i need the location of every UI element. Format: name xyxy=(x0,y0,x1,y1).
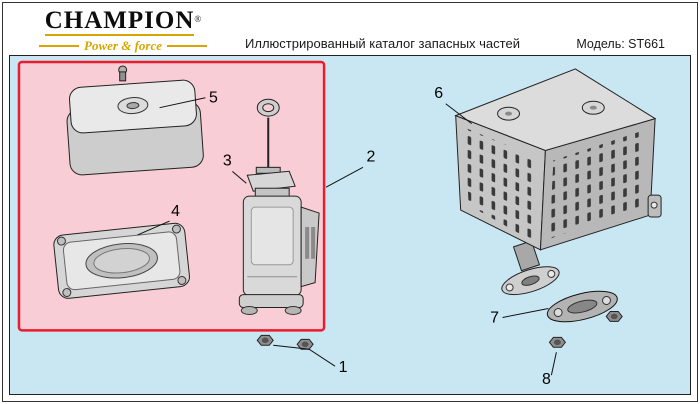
housing-flange xyxy=(238,294,304,309)
nut-8 xyxy=(548,336,567,348)
nut-gasket-side xyxy=(605,310,623,322)
callout-6: 6 xyxy=(434,85,443,102)
stud-ring-inner xyxy=(262,103,275,113)
leader-7 xyxy=(502,308,549,318)
tagline-left-bar xyxy=(39,45,80,48)
leader-lines xyxy=(137,97,557,376)
nut-1b xyxy=(296,338,314,350)
muffler-ear-hole xyxy=(650,201,658,209)
base-tab-1 xyxy=(56,236,66,246)
leader-1 xyxy=(273,344,336,367)
muffler-flange xyxy=(501,266,560,296)
champion-logo: CHAMPION® Power & force xyxy=(25,6,221,54)
muffler-part xyxy=(454,68,662,296)
bracket-slot-2 xyxy=(311,226,316,259)
model-label: Модель: ST661 xyxy=(576,37,665,51)
muffler-boss-1-center xyxy=(505,111,513,116)
cover-oval-center xyxy=(126,102,140,110)
page-header: CHAMPION® Power & force Иллюстрированный… xyxy=(3,3,697,55)
air-filter-cover-part xyxy=(66,65,204,176)
callout-5: 5 xyxy=(209,90,218,107)
base-tab-4 xyxy=(177,275,187,285)
housing-top-cap xyxy=(246,170,296,192)
cover-bolt-shank xyxy=(119,71,127,82)
base-hole-inner xyxy=(93,248,150,274)
muffler-left-grille xyxy=(464,127,537,241)
brand-tagline: Power & force xyxy=(84,38,162,54)
exhaust-gasket-part xyxy=(546,290,618,323)
callout-7: 7 xyxy=(490,309,499,326)
registered-mark: ® xyxy=(194,14,202,24)
brand-name: CHAMPION xyxy=(44,7,195,37)
housing-foot-1 xyxy=(240,306,258,315)
bracket-slot-1 xyxy=(305,226,310,259)
housing-panel xyxy=(250,206,294,266)
muffler-top-face xyxy=(454,68,657,151)
callout-3: 3 xyxy=(223,152,232,169)
tagline-row: Power & force xyxy=(25,38,221,54)
nut-1a xyxy=(256,334,274,346)
callout-2: 2 xyxy=(367,148,376,165)
leader-3 xyxy=(232,170,247,184)
muffler-right-grille xyxy=(549,129,647,239)
air-filter-base-part xyxy=(53,222,190,299)
housing-foot-2 xyxy=(284,306,302,315)
tagline-right-bar xyxy=(167,45,208,48)
callout-4: 4 xyxy=(171,203,180,220)
filter-housing-part xyxy=(238,98,320,315)
base-tab-3 xyxy=(62,288,72,297)
brand-row: CHAMPION® xyxy=(25,6,221,37)
leader-5 xyxy=(159,97,206,109)
diagram-canvas: 1 2 3 4 5 6 7 8 xyxy=(9,55,691,395)
callout-1: 1 xyxy=(339,359,348,376)
leader-4 xyxy=(137,220,170,236)
muffler-boss-2-center xyxy=(589,105,597,110)
page-title: Иллюстрированный каталог запасных частей xyxy=(245,36,520,51)
parts-diagram-svg: 1 2 3 4 5 6 7 8 xyxy=(10,56,690,394)
leader-6 xyxy=(445,103,472,124)
leader-2 xyxy=(325,166,364,188)
callout-8: 8 xyxy=(542,371,551,388)
leader-8 xyxy=(550,352,557,376)
base-tab-2 xyxy=(171,224,181,234)
